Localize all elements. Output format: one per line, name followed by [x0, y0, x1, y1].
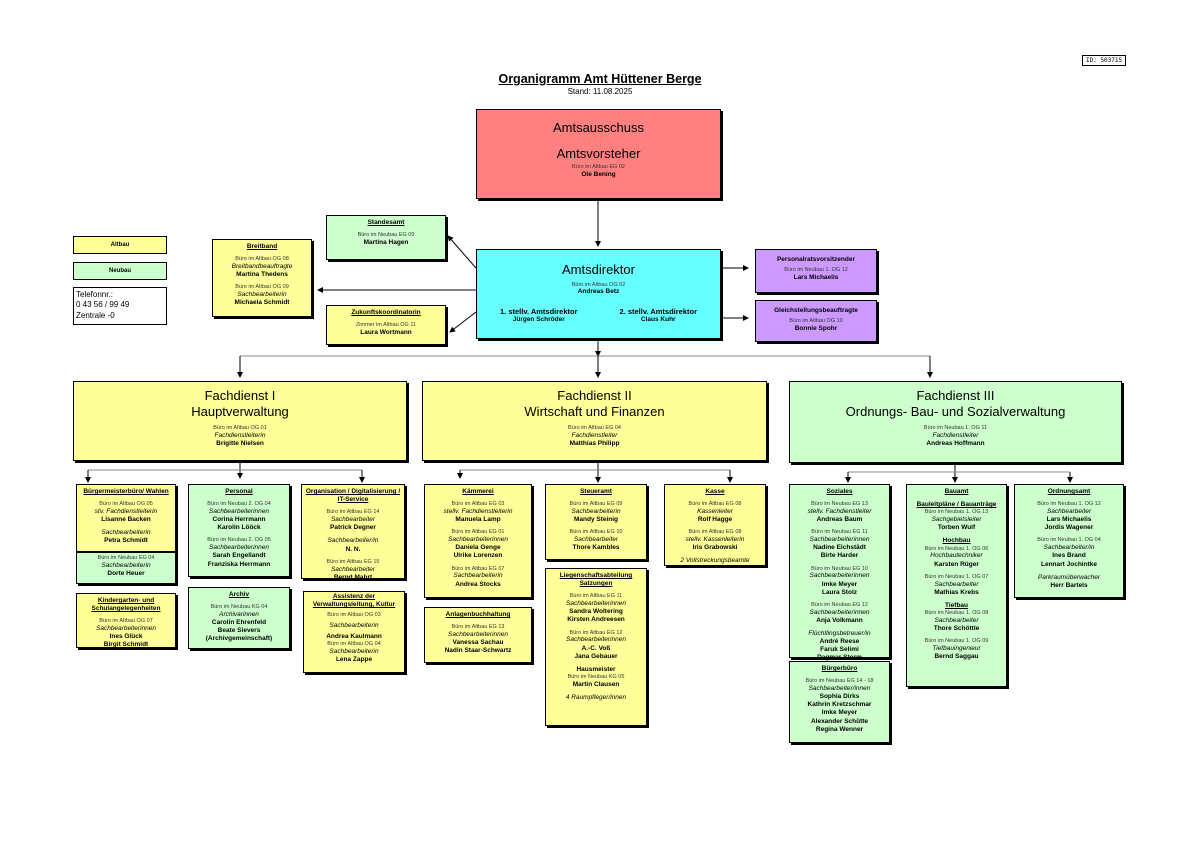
soziales-box: Soziales Büro im Neubau EG 13 stellv. Fa…: [789, 484, 890, 661]
steueramt-box: Steueramt Büro im Altbau EG 09 Sachbearb…: [545, 484, 647, 560]
stand-date: Stand: 11.08.2025: [567, 87, 633, 96]
standesamt-box: Standesamt Büro im Neubau EG 09 Martina …: [326, 215, 446, 260]
deputy-2: 2. stellv. Amtsdirektor Claus Kuhr: [619, 306, 698, 323]
line-direktor-zukunft: [449, 311, 477, 333]
buergerbuero-box: Bürgerbüro Büro im Neubau EG 14 - 18 Sac…: [789, 661, 890, 743]
legend-phone: Telefonnr.: 0 43 56 / 99 49 Zentrale -0: [73, 287, 167, 325]
fachdienst-3-box: Fachdienst III Ordnungs- Bau- und Sozial…: [789, 381, 1122, 463]
line-direktor-standesamt: [447, 235, 477, 269]
breitband-box: Breitband Büro im Altbau OG 08 Breitband…: [212, 239, 312, 317]
buergermeisterbuero-neubau-box: Büro im Neubau EG 04 Sachbearbeiterin Do…: [76, 552, 176, 584]
buergermeisterbuero-box: Bürgermeisterbüro/ Wahlen Büro im Altbau…: [76, 484, 176, 552]
fachdienst-2-box: Fachdienst II Wirtschaft und Finanzen Bü…: [422, 381, 767, 461]
assistenz-box: Assistenz der Verwaltungsleitung, Kultur…: [303, 591, 405, 673]
liegenschaft-box: Liegenschaftsabteilung Satzungen Büro im…: [545, 568, 647, 726]
page-title: Organigramm Amt Hüttener Berge: [498, 72, 702, 86]
archiv-box: Archiv Büro im Neubau KG 04 Archivarinne…: [188, 587, 290, 649]
personal-box: Personal Büro im Neubau 2. OG 04 Sachbea…: [188, 484, 290, 577]
amtsausschuss-box: Amtsausschuss Amtsvorsteher Büro im Altb…: [476, 109, 721, 199]
document-id: ID: 503715: [1082, 55, 1127, 66]
bauamt-box: Bauamt Bauleitpläne / Bauanträge Büro im…: [906, 484, 1007, 687]
personalrat-box: Personalratsvorsitzender Büro im Neubau …: [755, 249, 877, 293]
gleichstellung-box: Gleichstellungsbeauftragte Büro im Altba…: [755, 300, 877, 342]
fachdienst-1-box: Fachdienst I Hauptverwaltung Büro im Alt…: [73, 381, 407, 461]
anlagenbuchhaltung-box: Anlagenbuchhaltung Büro im Altbau EG 13 …: [424, 607, 532, 663]
kasse-box: Kasse Büro im Altbau EG 08 Kassenleiter …: [664, 484, 766, 566]
legend-neubau: Neubau: [73, 262, 167, 280]
zukunft-box: Zukunftskoordinatorin Zimmer im Altbau O…: [326, 305, 446, 345]
ordnungsamt-box: Ordnungsamt Büro im Neubau 1. OG 12 Sach…: [1014, 484, 1124, 598]
legend-altbau: Altbau: [73, 236, 167, 254]
organisation-it-box: Organisation / Digitalisierung / IT-Serv…: [301, 484, 405, 581]
deputy-1: 1. stellv. Amtsdirektor Jürgen Schröder: [499, 306, 578, 323]
amtsdirektor-box: Amtsdirektor Büro im Altbau OG 02 Andrea…: [476, 249, 721, 339]
kaemmerei-box: Kämmerei Büro im Altbau EG 03 stellv. Fa…: [424, 484, 532, 598]
kita-box: Kindergarten- und Schulangelegenheiten B…: [76, 593, 176, 648]
